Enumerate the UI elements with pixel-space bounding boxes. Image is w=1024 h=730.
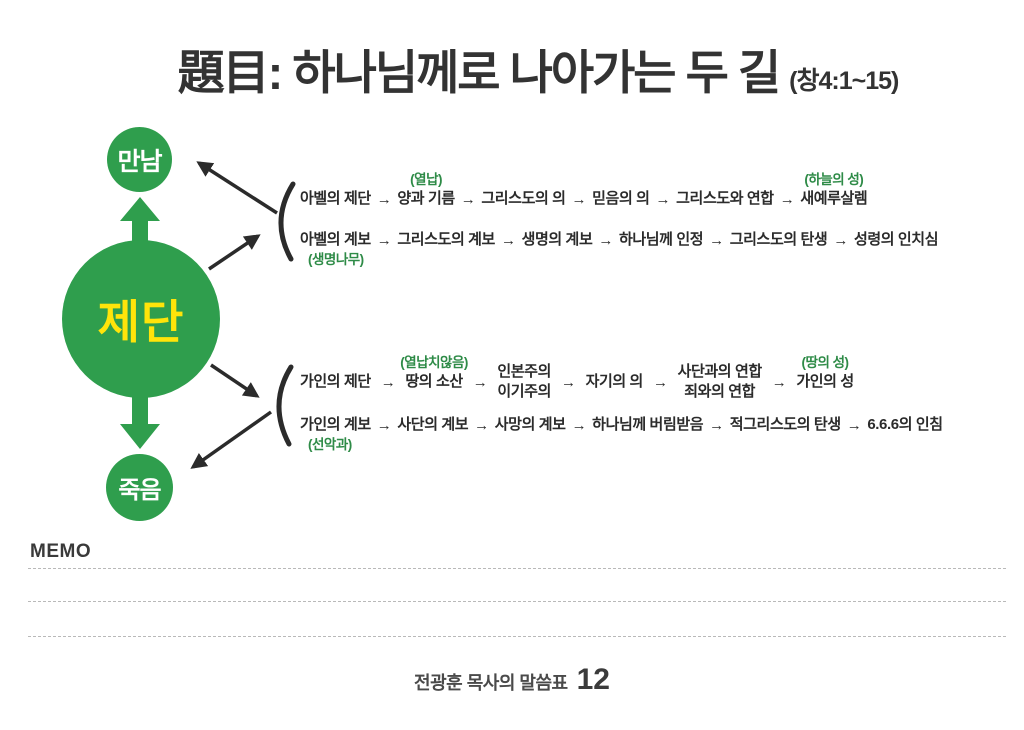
arrow-to-upper-brace-icon (208, 234, 261, 271)
chain-item: 적그리스도의 탄생 (729, 416, 841, 433)
cain-genealogy-chain: 가인의 계보(선악과) → 사단의 계보 → 사망의 계보 → 하나님께 버림받음 → 적그리스… (300, 412, 943, 452)
arrow-to-death-icon (190, 410, 273, 469)
chain-item: 그리스도의 계보 (397, 231, 495, 248)
arrow-separator-icon: → (846, 416, 862, 434)
arrow-separator-icon: → (571, 190, 587, 208)
chain-item: 가인의 성(땅의 성) (796, 355, 854, 391)
node-meeting: 만남 (107, 127, 172, 192)
footer-page-number: 12 (576, 663, 610, 696)
chain-item: 성령의 인치심 (853, 231, 939, 248)
footer-series-title: 전광훈 목사의 말씀표 (414, 673, 568, 693)
green-annotation: (열납) (410, 172, 442, 187)
chain-item: 그리스도의 의 (481, 190, 566, 207)
arrow-separator-icon: → (560, 373, 576, 391)
chain-item: 가인의 계보(선악과) (300, 416, 371, 452)
chain-item: 가인의 제단 (300, 373, 371, 390)
chain-item: 6.6.6의 인침 (867, 416, 943, 433)
arrow-to-lower-brace-icon (210, 363, 260, 398)
chain-item: 그리스도의 탄생 (729, 231, 828, 248)
arrow-separator-icon: → (655, 190, 671, 208)
arrow-separator-icon: → (771, 373, 787, 391)
node-altar: 제단 (62, 240, 220, 398)
arrow-separator-icon: → (500, 231, 516, 249)
chain-item: 자기의 의 (585, 373, 644, 390)
upper-brace-icon (278, 181, 296, 262)
arrow-separator-icon: → (709, 231, 724, 249)
memo-line[interactable] (28, 601, 1006, 602)
arrow-separator-icon: → (376, 416, 392, 434)
memo-label: MEMO (30, 541, 92, 562)
arrow-separator-icon: → (709, 416, 724, 434)
lower-brace-icon (276, 364, 294, 447)
arrow-separator-icon: → (472, 373, 488, 391)
chain-item: 아벨의 계보(생명나무) (300, 231, 371, 267)
arrow-separator-icon: → (833, 231, 848, 249)
green-annotation: (열납치않음) (400, 355, 468, 370)
arrow-separator-icon: → (380, 373, 396, 391)
abel-altar-chain: 아벨의 제단 → 양과 기름(열납) → 그리스도의 의 → 믿음의 의 → 그리스도와 연합 →… (300, 172, 868, 212)
chain-item: 하나님께 버림받음 (592, 416, 704, 433)
scripture-reference: (창4:1~15) (789, 67, 899, 95)
arrow-separator-icon: → (571, 416, 587, 434)
green-down-arrow-icon (120, 395, 160, 449)
arrow-separator-icon: → (474, 416, 489, 434)
chain-item: 새예루살렘(하늘의 성) (800, 172, 868, 208)
page-title: 題目: 하나님께로 나아가는 두 길 (177, 46, 782, 99)
arrow-separator-icon: → (598, 231, 613, 249)
chain-item: 양과 기름(열납) (397, 172, 455, 208)
arrow-separator-icon: → (652, 373, 668, 391)
memo-line[interactable] (28, 568, 1006, 569)
footer: 전광훈 목사의 말씀표 12 (0, 663, 1024, 697)
memo-line[interactable] (28, 636, 1006, 637)
arrow-separator-icon: → (376, 231, 392, 249)
green-annotation: (땅의 성) (801, 355, 850, 370)
chain-item: 사망의 계보 (494, 416, 566, 433)
chain-item: 아벨의 제단 (300, 190, 371, 207)
node-death: 죽음 (106, 454, 173, 521)
chain-item: 사단의 계보 (397, 416, 469, 433)
arrow-separator-icon: → (376, 190, 392, 208)
chain-item: 땅의 소산(열납치않음) (400, 355, 468, 391)
chain-item: 생명의 계보 (521, 231, 593, 248)
green-up-arrow-icon (120, 197, 160, 246)
arrow-to-meeting-icon (196, 161, 278, 215)
green-annotation: (선악과) (308, 437, 352, 452)
green-annotation: (하늘의 성) (804, 172, 864, 187)
arrow-separator-icon: → (779, 190, 795, 208)
title-block: 題目: 하나님께로 나아가는 두 길 (창4:1~15) (0, 34, 1024, 103)
chain-item: 그리스도와 연합 (676, 190, 774, 207)
chain-item: 믿음의 의 (592, 190, 650, 207)
abel-genealogy-chain: 아벨의 계보(생명나무) → 그리스도의 계보 → 생명의 계보 → 하나님께 인정 → 그리스… (300, 227, 939, 267)
green-annotation: (생명나무) (308, 252, 364, 267)
arrow-separator-icon: → (460, 190, 476, 208)
chain-item: 하나님께 인정 (618, 231, 704, 248)
